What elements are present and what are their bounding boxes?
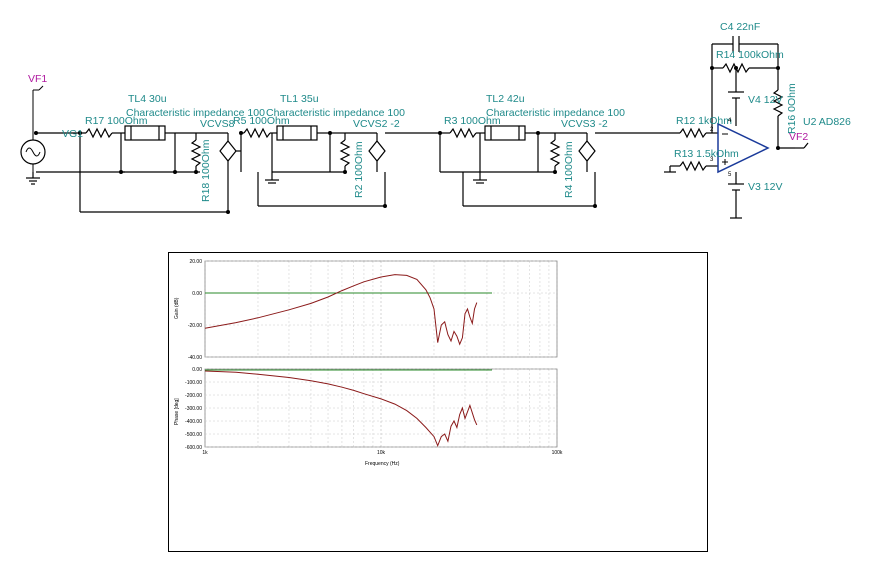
gain-trace: [204, 274, 478, 346]
tline-label-tl1: TL1 35u: [280, 93, 319, 105]
x-tick-label: 10k: [377, 450, 386, 456]
resistor-label-r14: R14 100kOhm: [716, 49, 784, 61]
bode-plot: 20.00 0.00 -20.00 -40.00 0.00 -100.00 -200.00…: [174, 259, 563, 467]
opamp-symbol: [717, 122, 770, 174]
tline-label-tl2: TL2 42u: [486, 93, 525, 105]
probe-label-vf2: VF2: [789, 131, 808, 143]
phase-y-axis-label: Phase [deg]: [174, 398, 180, 425]
bode-plot-window: 20.00 0.00 -20.00 -40.00 0.00 -100.00 -200.00…: [168, 252, 708, 552]
vcvs-label-vcvs2: VCVS2 -2: [353, 118, 400, 130]
tline-impedance-tl1: Characteristic impedance 100: [266, 107, 405, 119]
resistor-label-r13: R13 1.5kOhm: [674, 148, 739, 160]
phase-tick-label: -400.00: [185, 419, 202, 425]
gain-y-axis-label: Gain (dB): [174, 297, 180, 319]
battery-label-v4: V4 12V: [748, 94, 782, 106]
gain-tick-label: 20.00: [189, 259, 202, 265]
phase-tick-label: -100.00: [185, 380, 202, 386]
x-tick-label: 100k: [552, 450, 563, 456]
gain-tick-label: 0.00: [192, 291, 202, 297]
phase-tick-label: -200.00: [185, 393, 202, 399]
circuit-schematic: VF1 VG1 R17 100Ohm TL4 30u Characteristi…: [20, 21, 851, 219]
opamp-pin-4: 4: [728, 118, 732, 124]
probe-label-vf1: VF1: [28, 73, 47, 85]
resistor-label-r2: R2 100Ohm: [353, 141, 365, 198]
opamp-pin-3: 3: [710, 157, 714, 163]
phase-trace: [204, 370, 478, 448]
phase-tick-label: 0.00: [192, 367, 202, 373]
tline-label-tl4: TL4 30u: [128, 93, 167, 105]
opamp-label-u2: U2 AD826: [803, 116, 851, 128]
opamp-pin-2: 2: [710, 127, 714, 133]
gain-tick-label: -20.00: [188, 323, 202, 329]
resistor-label-r12: R12 1kOhm: [676, 115, 732, 127]
tline-impedance-tl4: Characteristic impedance 100: [126, 107, 265, 119]
battery-label-v3: V3 12V: [748, 181, 782, 193]
phase-tick-label: -500.00: [185, 432, 202, 438]
vcvs-label-vcvs3: VCVS3 -2: [561, 118, 608, 130]
opamp-pin-5: 5: [728, 172, 732, 178]
resistor-label-r5: R5 100Ohm: [233, 115, 290, 127]
gain-tick-label: -40.00: [188, 355, 202, 361]
x-tick-label: 1k: [202, 450, 208, 456]
phase-tick-label: -600.00: [185, 445, 202, 451]
resistor-label-r3: R3 100Ohm: [444, 115, 501, 127]
resistor-label-r18: R18 100Ohm: [200, 139, 212, 202]
resistor-label-r16: R16 0Ohm: [786, 83, 798, 134]
capacitor-label-c4: C4 22nF: [720, 21, 760, 33]
source-label-vg1: VG1: [62, 128, 83, 140]
phase-tick-label: -300.00: [185, 406, 202, 412]
tline-impedance-tl2: Characteristic impedance 100: [486, 107, 625, 119]
x-axis-label: Frequency (Hz): [365, 461, 400, 467]
resistor-label-r4: R4 100Ohm: [563, 141, 575, 198]
resistor-label-r17: R17 100Ohm: [85, 115, 148, 127]
vcvs-label-vcvs8: VCVS8: [200, 118, 235, 130]
gain-grid: [204, 261, 558, 357]
